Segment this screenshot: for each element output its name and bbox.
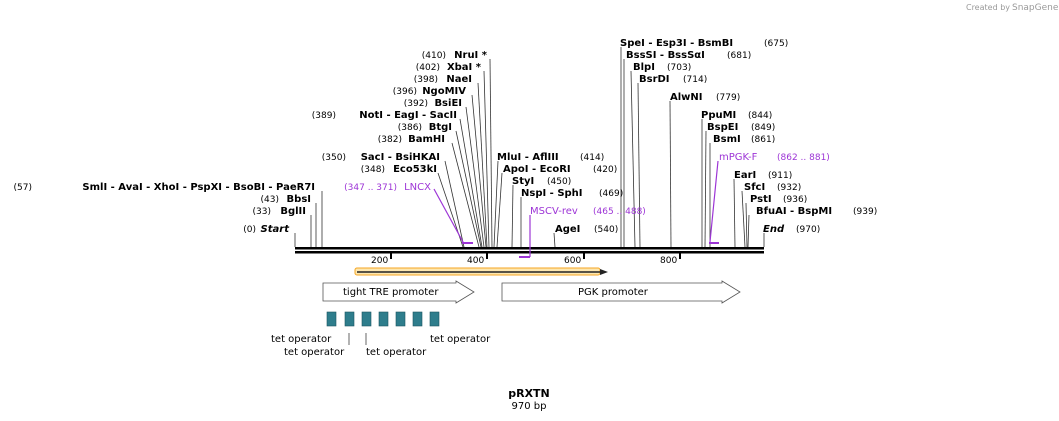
site-pos-apoi: (420) bbox=[593, 165, 617, 175]
site-label-psti: PstI bbox=[750, 194, 772, 205]
site-label-end: End bbox=[763, 224, 785, 235]
site-pos-bfuai: (939) bbox=[853, 207, 877, 217]
site-pos-end: (970) bbox=[796, 225, 820, 235]
site-pos-nspi: (469) bbox=[599, 189, 623, 199]
site-label-apoi: ApoI - EcoRI bbox=[503, 164, 571, 175]
feature-tre-promoter[interactable]: tight TRE promoter bbox=[322, 280, 475, 304]
site-pos-spei: (675) bbox=[764, 39, 788, 49]
site-pos-alwni: (779) bbox=[716, 93, 740, 103]
middle-enzyme-labels: MluI - AflIII (414) ApoI - EcoRI (420) S… bbox=[497, 152, 623, 235]
site-pos-nrui: (410) bbox=[422, 51, 446, 61]
site-label-saci: SacI - BsiHKAI bbox=[361, 152, 440, 163]
site-pos-eco53ki: (348) bbox=[361, 165, 385, 175]
primer-range-lncx: (347 .. 371) bbox=[344, 183, 397, 193]
tet-operator-boxes[interactable] bbox=[326, 311, 440, 327]
site-label-alwni: AlwNI bbox=[670, 92, 703, 103]
site-label-sfci: SfcI bbox=[744, 182, 765, 193]
site-label-bsiei: BsiEI bbox=[434, 98, 462, 109]
site-label-btgi: BtgI bbox=[429, 122, 452, 133]
site-label-eari: EarI bbox=[734, 170, 756, 181]
ruler-label-200: 200 bbox=[371, 256, 388, 266]
site-pos-bsssi: (681) bbox=[727, 51, 751, 61]
ruler-label-400: 400 bbox=[467, 256, 484, 266]
site-pos-naei: (398) bbox=[414, 75, 438, 85]
site-pos-bglii: (33) bbox=[253, 207, 271, 217]
tet-operator-label-4: tet operator bbox=[430, 334, 491, 345]
primer-label-mscv-rev: MSCV-rev bbox=[530, 206, 578, 217]
site-pos-eari: (911) bbox=[768, 171, 792, 181]
tet-operator-label-3: tet operator bbox=[366, 347, 427, 358]
plasmid-size: 970 bp bbox=[512, 401, 547, 412]
site-pos-saci: (350) bbox=[322, 153, 346, 163]
site-pos-sfci: (932) bbox=[777, 183, 801, 193]
site-pos-styi: (450) bbox=[547, 177, 571, 187]
site-label-smli: SmlI - AvaI - XhoI - PspXI - BsoBI - Pae… bbox=[82, 182, 315, 193]
primer-mscv-rev[interactable]: MSCV-rev (465 .. 488) bbox=[519, 206, 646, 258]
site-pos-xbai: (402) bbox=[416, 63, 440, 73]
site-label-start: Start bbox=[261, 224, 291, 235]
site-pos-psti: (936) bbox=[783, 195, 807, 205]
site-pos-ngomiv: (396) bbox=[393, 87, 417, 97]
site-label-bspei: BspEI bbox=[707, 122, 738, 133]
site-pos-bamhi: (382) bbox=[378, 135, 402, 145]
tet-operator-label-1: tet operator bbox=[271, 334, 332, 345]
site-label-mlui: MluI - AflIII bbox=[497, 152, 559, 163]
site-label-nrui: NruI * bbox=[454, 50, 488, 61]
tet-operator-label-2: tet operator bbox=[284, 347, 345, 358]
orf-arrow[interactable] bbox=[354, 267, 608, 276]
site-label-eco53ki: Eco53kI bbox=[393, 164, 437, 175]
primer-range-mscv-rev: (465 .. 488) bbox=[593, 207, 646, 217]
site-label-spei: SpeI - Esp3I - BsmBI bbox=[620, 38, 733, 49]
site-pos-bsmi: (861) bbox=[751, 135, 775, 145]
plasmid-name: pRXTN bbox=[508, 387, 550, 400]
credit-text: Created by bbox=[966, 3, 1010, 12]
site-pos-btgi: (386) bbox=[398, 123, 422, 133]
ruler-label-800: 800 bbox=[660, 256, 677, 266]
site-label-bsmi: BsmI bbox=[713, 134, 741, 145]
site-pos-agei: (540) bbox=[594, 225, 618, 235]
primer-mpgk-f[interactable]: mPGK-F (862 .. 881) bbox=[709, 152, 830, 244]
site-label-agei: AgeI bbox=[555, 224, 580, 235]
site-pos-bbsi: (43) bbox=[261, 195, 279, 205]
tet-operator-labels: tet operator tet operator tet operator t… bbox=[271, 333, 491, 358]
site-pos-blpi: (703) bbox=[667, 63, 691, 73]
site-label-nspi: NspI - SphI bbox=[521, 188, 583, 199]
site-pos-noti: (389) bbox=[312, 111, 336, 121]
left-enzyme-labels: NruI * (410) XbaI * (402) NaeI (398) Ngo… bbox=[14, 50, 488, 235]
primer-range-mpgk-f: (862 .. 881) bbox=[777, 153, 830, 163]
site-label-bamhi: BamHI bbox=[408, 134, 445, 145]
site-label-styi: StyI bbox=[512, 176, 534, 187]
feature-label-tre: tight TRE promoter bbox=[343, 287, 439, 298]
site-pos-start: (0) bbox=[243, 225, 256, 235]
feature-label-pgk: PGK promoter bbox=[578, 287, 649, 298]
site-label-xbai: XbaI * bbox=[447, 62, 482, 73]
site-label-naei: NaeI bbox=[446, 74, 472, 85]
primer-lncx[interactable]: LNCX (347 .. 371) bbox=[344, 182, 473, 244]
site-label-bglii: BglII bbox=[280, 206, 306, 217]
site-pos-bspei: (849) bbox=[751, 123, 775, 133]
ruler: 200 400 600 800 bbox=[371, 253, 681, 266]
site-label-noti: NotI - EagI - SacII bbox=[359, 110, 457, 121]
site-pos-smli: (57) bbox=[14, 183, 32, 193]
site-pos-bsiei: (392) bbox=[404, 99, 428, 109]
right-enzyme-labels: SpeI - Esp3I - BsmBI (675) BssSI - BssSα… bbox=[620, 38, 877, 235]
site-label-blpi: BlpI bbox=[633, 62, 655, 73]
cut-site-lines bbox=[294, 47, 765, 248]
site-label-ppumi: PpuMI bbox=[701, 110, 736, 121]
ruler-label-600: 600 bbox=[564, 256, 581, 266]
site-label-bsrdi: BsrDI bbox=[639, 74, 670, 85]
feature-pgk-promoter[interactable]: PGK promoter bbox=[501, 280, 741, 304]
site-label-ngomiv: NgoMIV bbox=[422, 86, 466, 97]
site-pos-bsrdi: (714) bbox=[683, 75, 707, 85]
primer-label-mpgk-f: mPGK-F bbox=[719, 152, 758, 163]
site-label-bsssi: BssSI - BssSαI bbox=[626, 50, 705, 61]
site-label-bfuai: BfuAI - BspMI bbox=[756, 206, 832, 217]
snapgene-logo: SnapGene bbox=[1012, 3, 1059, 13]
site-pos-ppumi: (844) bbox=[748, 111, 772, 121]
site-label-bbsi: BbsI bbox=[287, 194, 311, 205]
primer-label-lncx: LNCX bbox=[404, 182, 431, 193]
site-pos-mlui: (414) bbox=[580, 153, 604, 163]
